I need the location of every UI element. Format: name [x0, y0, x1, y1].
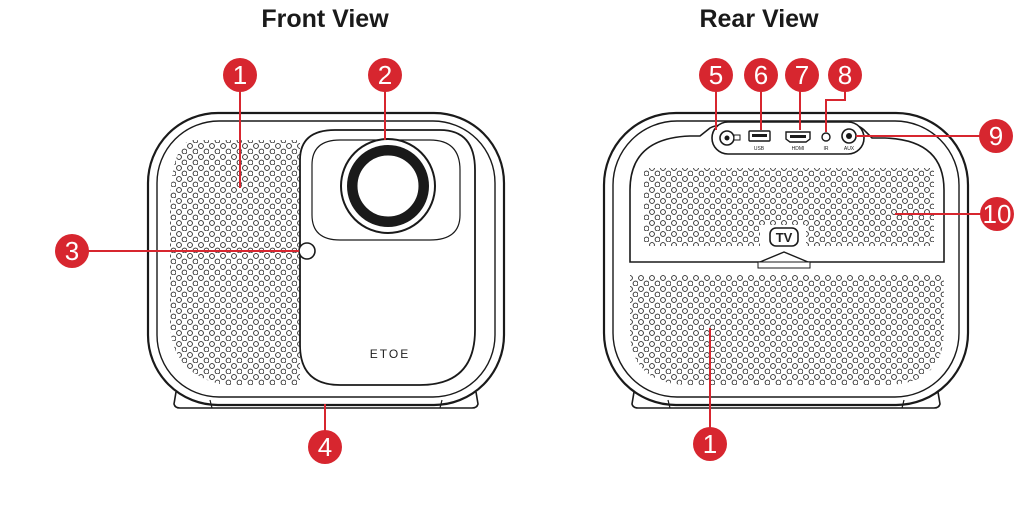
- callout-rear-10-label: 10: [983, 199, 1012, 229]
- callout-front-4: 4: [308, 430, 342, 464]
- hdmi-port-tongue: [790, 135, 806, 138]
- power-port-pin: [724, 135, 730, 141]
- callout-rear-6: 6: [744, 58, 778, 92]
- rear-feet: [667, 399, 905, 409]
- callout-rear-6-label: 6: [754, 60, 768, 90]
- power-port-plug-icon: [733, 134, 741, 141]
- rear-view-title: Rear View: [699, 5, 819, 33]
- handle-notch: [759, 251, 809, 263]
- callout-line-rear-8: [825, 90, 846, 132]
- front-view-title: Front View: [261, 5, 389, 33]
- front-body-inner-outline: [156, 120, 496, 398]
- rear-base: [631, 391, 941, 409]
- lens-glass: [356, 154, 420, 218]
- callout-rear-5-label: 5: [709, 60, 723, 90]
- callout-rear-8: 8: [828, 58, 862, 92]
- usb-port-label: USB: [754, 146, 765, 152]
- rear-bottom-grille: [630, 275, 944, 385]
- rear-body-inner-outline: [612, 120, 960, 398]
- usb-port-tongue: [752, 134, 767, 137]
- callout-rear-9-label: 9: [989, 121, 1003, 151]
- handle-notch-base: [757, 261, 811, 269]
- callout-rear-7: 7: [785, 58, 819, 92]
- aux-port-hole: [846, 133, 852, 139]
- rear-projector: TV USB HDMI IR AUX: [602, 111, 970, 409]
- callout-front-1: 1: [223, 58, 257, 92]
- callout-rear-10: 10: [980, 197, 1014, 231]
- callout-front-3: 3: [55, 234, 89, 268]
- aux-port-label: AUX: [844, 146, 855, 152]
- callout-rear-1-label: 1: [703, 429, 717, 459]
- ir-receiver: [821, 132, 831, 142]
- callout-front-3-label: 3: [65, 236, 79, 266]
- callout-rear-1: 1: [693, 427, 727, 461]
- callout-front-2-label: 2: [378, 60, 392, 90]
- callout-rear-7-label: 7: [795, 60, 809, 90]
- callout-rear-9: 9: [979, 119, 1013, 153]
- callout-front-4-label: 4: [318, 432, 332, 462]
- callout-front-2: 2: [368, 58, 402, 92]
- hdmi-port-label: HDMI: [792, 146, 805, 152]
- tv-badge-label: TV: [776, 230, 793, 245]
- front-sensor: [298, 242, 316, 260]
- front-speaker-grille: [170, 140, 300, 385]
- callout-front-1-label: 1: [233, 60, 247, 90]
- tv-badge: [769, 227, 799, 247]
- callout-rear-8-label: 8: [838, 60, 852, 90]
- brand-label: ETOE: [370, 347, 410, 361]
- front-feet: [209, 399, 443, 409]
- front-projector: ETOE: [146, 111, 506, 409]
- ir-receiver-label: IR: [824, 146, 829, 152]
- callout-rear-5: 5: [699, 58, 733, 92]
